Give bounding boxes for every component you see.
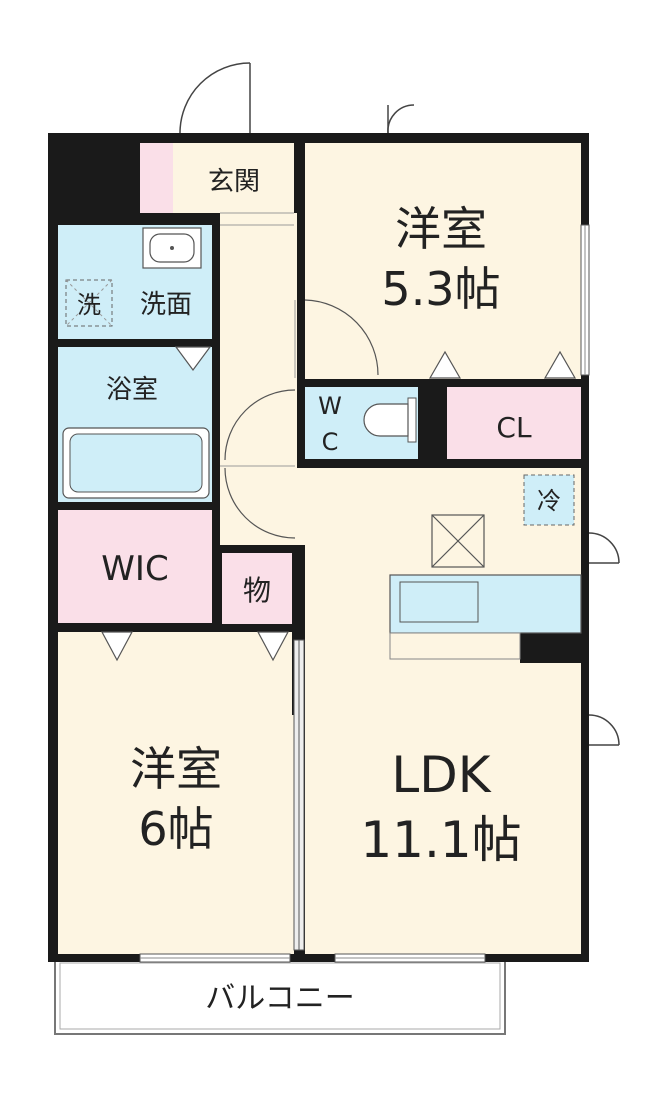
label-fridge-mark: 冷 xyxy=(537,487,561,515)
floor-storage xyxy=(222,553,292,624)
floor-hall-ldk-link xyxy=(222,468,305,545)
label-ldk-size: 11.1帖 xyxy=(360,811,521,869)
toilet xyxy=(363,397,417,443)
label-closet: CL xyxy=(496,411,532,444)
label-western-north-size: 5.3帖 xyxy=(381,262,500,316)
genkan-step xyxy=(140,143,173,213)
label-western-south-name: 洋室 xyxy=(130,742,222,796)
label-wc-w: W xyxy=(318,392,342,420)
washing-machine-space xyxy=(65,279,113,327)
floor-western-south xyxy=(58,632,294,954)
label-western-north-name: 洋室 xyxy=(395,202,487,256)
label-wic: WIC xyxy=(101,549,168,589)
floor-ldk xyxy=(305,468,581,954)
label-washroom: 洗面 xyxy=(140,290,192,320)
fridge-space xyxy=(523,474,575,526)
door-markers xyxy=(100,346,577,662)
label-genkan: 玄関 xyxy=(208,167,260,197)
washbasin xyxy=(142,227,202,269)
label-laundry-mark: 洗 xyxy=(77,291,101,319)
floor-wic xyxy=(58,510,212,623)
balcony-area xyxy=(54,957,506,1035)
east-doors xyxy=(588,532,620,746)
floor-closet xyxy=(447,387,581,459)
label-balcony: バルコニー xyxy=(205,981,354,1016)
sliding-door xyxy=(293,639,305,951)
label-storage: 物 xyxy=(243,574,271,607)
label-western-south-size: 6帖 xyxy=(138,802,213,856)
label-bath: 浴室 xyxy=(106,375,158,405)
kitchen-counter xyxy=(389,574,582,660)
entrance-door xyxy=(179,62,251,134)
hallway-doors xyxy=(224,299,379,539)
north-door xyxy=(387,104,415,134)
label-ldk-name: LDK xyxy=(391,746,491,804)
floor-western-north xyxy=(305,143,581,379)
label-wc-c: C xyxy=(322,428,339,456)
range-hood xyxy=(431,514,485,568)
